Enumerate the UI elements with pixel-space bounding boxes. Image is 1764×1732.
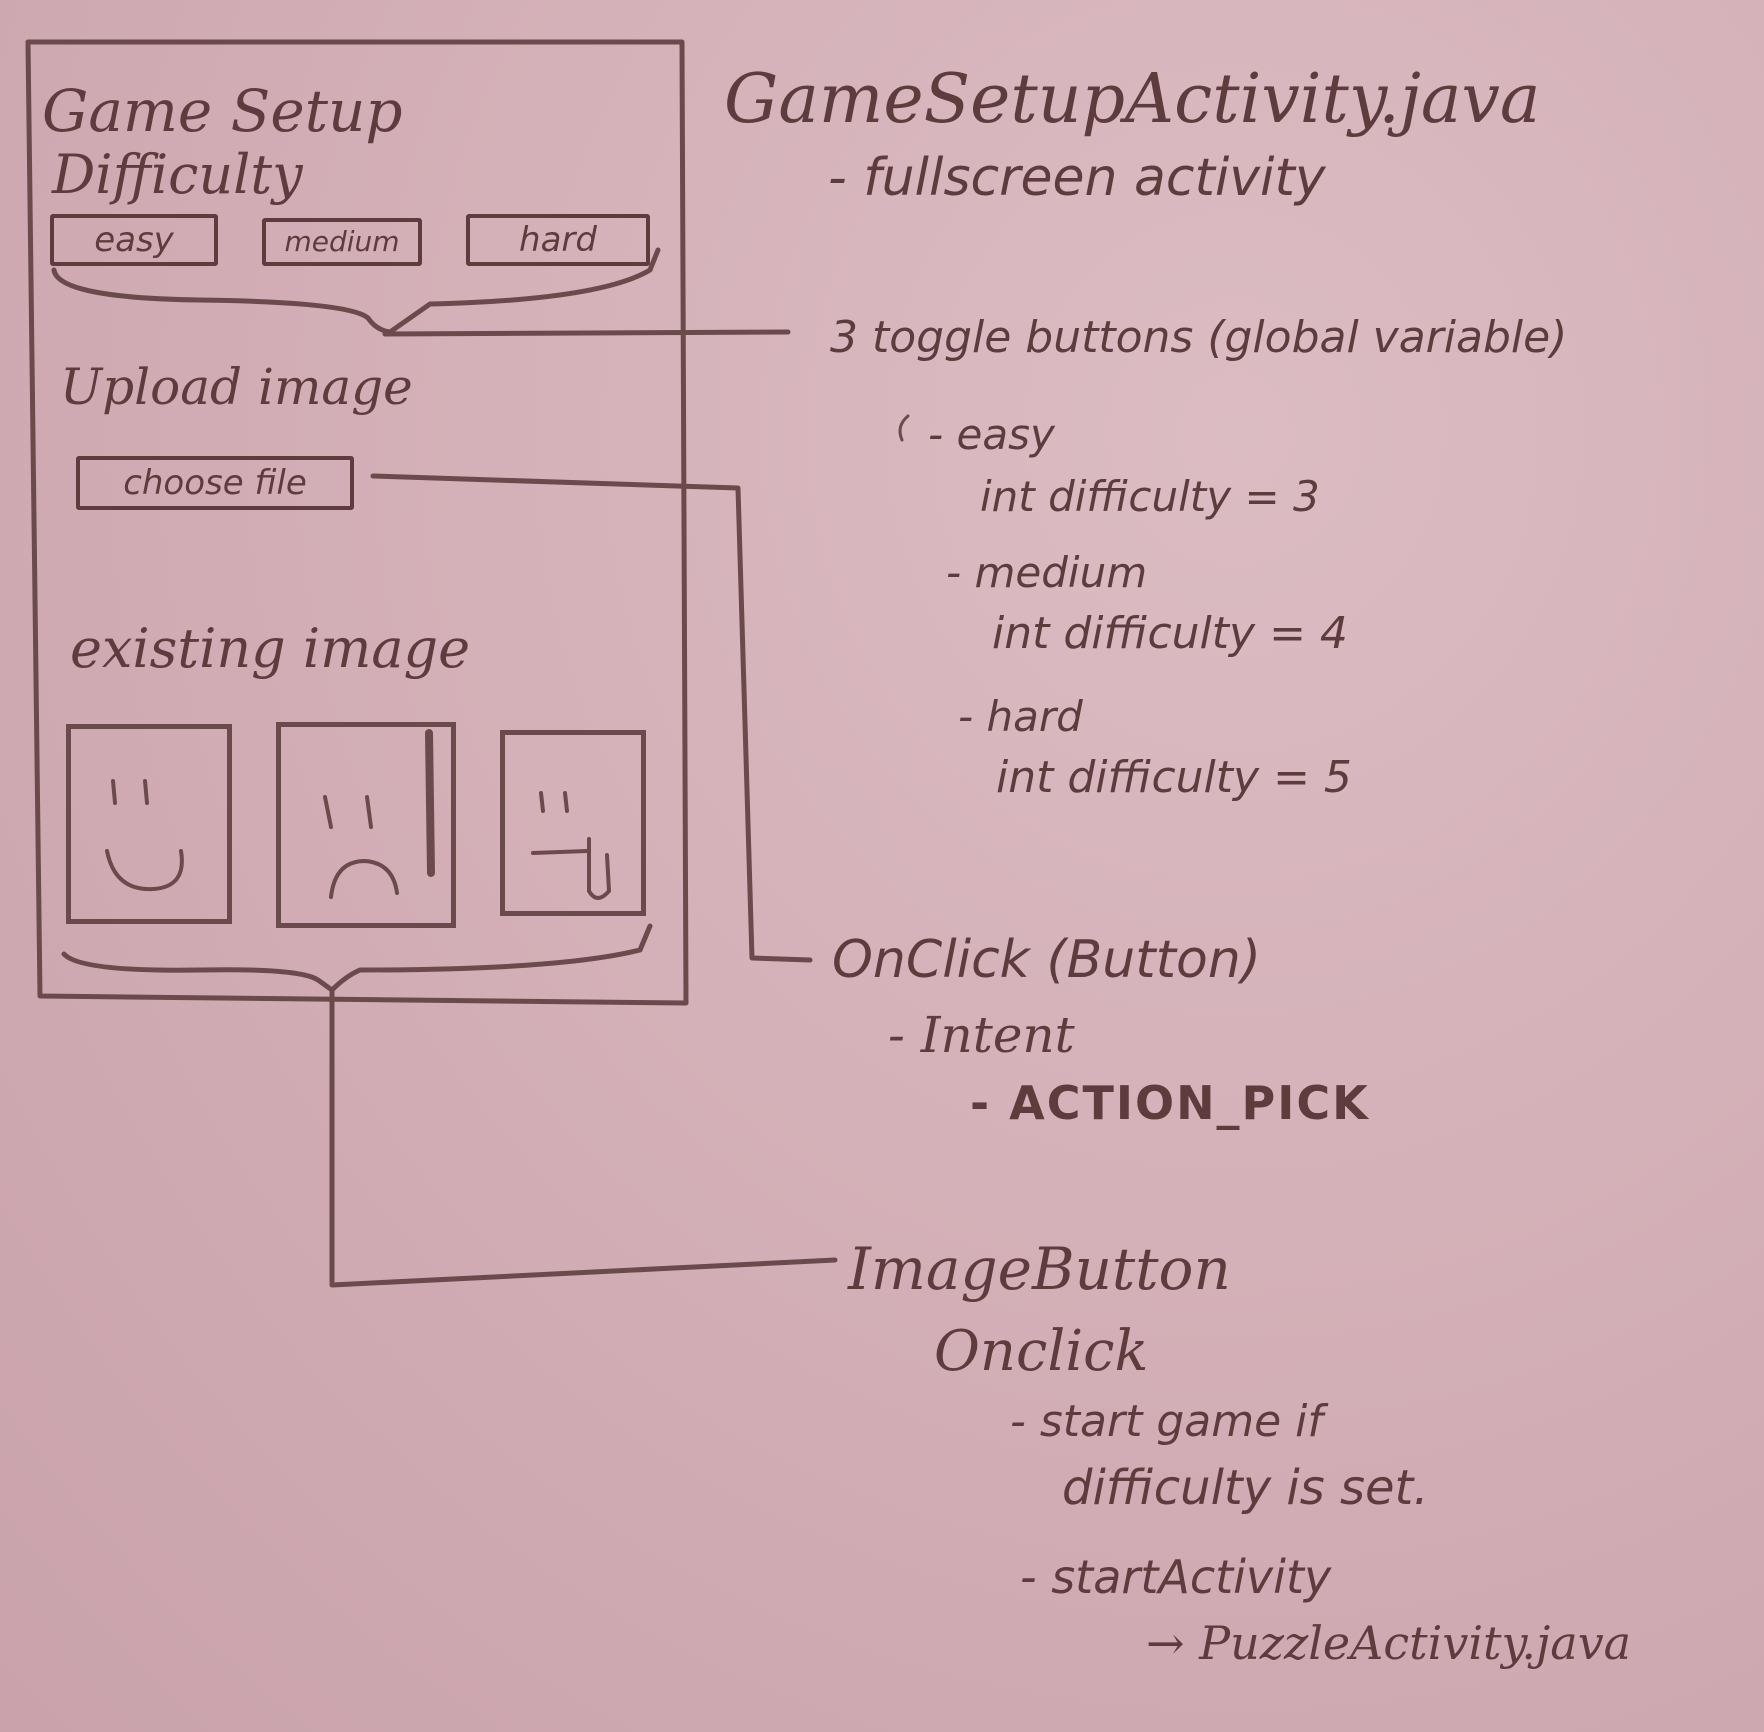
start-game-note-line1: - start game if xyxy=(1010,1396,1323,1447)
action-pick-note: - ACTION_PICK xyxy=(970,1076,1370,1130)
hard-note: - hard xyxy=(958,692,1083,741)
phone-frame xyxy=(25,39,689,1006)
imagebutton-heading: ImageButton xyxy=(848,1235,1231,1303)
smile-face-icon xyxy=(105,779,184,892)
choose-file-button[interactable]: choose file xyxy=(76,456,354,510)
puzzle-activity-note: → PuzzleActivity.java xyxy=(1146,1616,1632,1670)
hard-value-note: int difficulty = 5 xyxy=(996,752,1352,803)
sad-thumbnail-button[interactable] xyxy=(276,722,456,928)
toggle-connector xyxy=(382,329,791,337)
file-subtitle: - fullscreen activity xyxy=(828,148,1326,208)
difficulty-label: Difficulty xyxy=(52,143,303,206)
smile-thumbnail-button[interactable] xyxy=(66,724,232,924)
easy-value-note: int difficulty = 3 xyxy=(980,472,1320,521)
thumbnails-brace xyxy=(61,923,653,993)
imagebutton-connector xyxy=(329,989,838,1288)
easy-toggle-button[interactable]: easy xyxy=(50,214,218,266)
tongue-face-icon xyxy=(531,791,612,900)
tongue-thumbnail-button[interactable] xyxy=(500,730,646,916)
easy-note: - easy xyxy=(928,410,1055,459)
file-title: GameSetupActivity.java xyxy=(724,60,1541,139)
intent-note: - Intent xyxy=(888,1006,1075,1064)
toggle-heading: 3 toggle buttons (global variable) xyxy=(830,312,1568,363)
difficulty-brace xyxy=(51,247,661,335)
medium-value-note: int difficulty = 4 xyxy=(992,608,1348,659)
medium-toggle-button[interactable]: medium xyxy=(262,218,422,266)
sad-face-icon xyxy=(323,729,435,899)
medium-note: - medium xyxy=(946,548,1148,597)
hard-toggle-button[interactable]: hard xyxy=(466,214,650,266)
upload-image-label: Upload image xyxy=(60,358,413,416)
start-activity-note: - startActivity xyxy=(1020,1550,1332,1604)
onclick-heading: OnClick (Button) xyxy=(832,930,1262,990)
imagebutton-onclick-note: Onclick xyxy=(934,1319,1149,1384)
page-title: Game Setup xyxy=(42,77,403,145)
existing-image-label: existing image xyxy=(70,617,471,680)
start-game-note-line2: difficulty is set. xyxy=(1062,1460,1429,1516)
squiggle-mark xyxy=(898,414,910,442)
onclick-connector xyxy=(370,473,813,963)
